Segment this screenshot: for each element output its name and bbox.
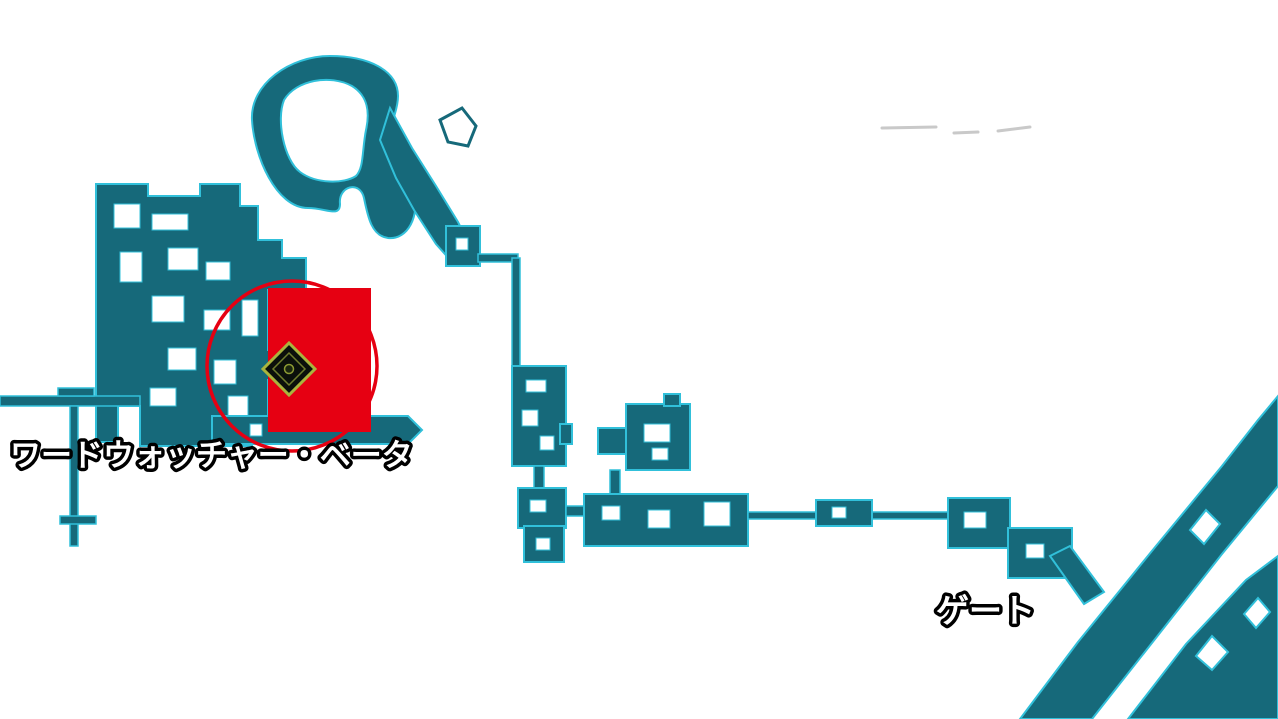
map-room-gap [167, 247, 199, 271]
map-room-gap [703, 501, 731, 527]
map-room-gap [539, 435, 555, 451]
map-corridor-thin [57, 387, 95, 397]
map-room-gap [213, 359, 237, 385]
map-diagonal-mass [1126, 554, 1278, 719]
map-region-topleft [0, 54, 481, 547]
highlight-circle [205, 279, 379, 453]
map-room [559, 423, 573, 445]
map-room-gap [651, 447, 669, 461]
map-corridor-thin [511, 257, 521, 371]
map-room [663, 393, 681, 407]
map-region-bottomright [1018, 394, 1278, 719]
map-room-gap [227, 395, 249, 419]
map-room-gap [151, 213, 189, 231]
map-room-gap [601, 505, 621, 521]
map-room-gap [149, 387, 177, 407]
map-corridor-thin [69, 405, 79, 547]
map-region-middle [477, 253, 1106, 606]
marker-diamond-inner [271, 351, 307, 387]
map-room-gap [647, 509, 671, 529]
map-arm-connector [1048, 544, 1106, 606]
map-room-gap [963, 511, 987, 529]
map-room-gap [1025, 543, 1045, 559]
map-corridor-thin [609, 469, 621, 497]
map-corridor-thin [0, 395, 141, 407]
dash-segment [996, 125, 1032, 133]
marker-core-dot [283, 363, 295, 375]
gate-label: ゲート [936, 591, 1035, 630]
map-room-gap [119, 251, 143, 283]
dash-segment [880, 125, 938, 130]
map-ghost-dashes [880, 125, 1032, 135]
map-room-gap [529, 499, 547, 513]
map-room-gap [167, 347, 197, 371]
map-room-gap [525, 379, 547, 393]
map-corridor-thin [59, 515, 97, 525]
map-room-gap [205, 261, 231, 281]
map-room-gap [151, 295, 185, 323]
map-room-gap [643, 423, 671, 443]
map-room-gap [455, 237, 469, 251]
map-room-gap [241, 299, 259, 337]
map-ring-corridor [250, 54, 417, 240]
objective-marker-icon[interactable] [260, 340, 318, 398]
map-corridor-thin [533, 465, 545, 491]
map-room-gap [831, 506, 847, 519]
map-room-gap [535, 537, 551, 551]
map-room-gap [249, 423, 263, 437]
map-room-gap [521, 409, 539, 427]
map-room [523, 525, 565, 563]
objective-label: ワードウォッチャー・ベータ [10, 438, 413, 474]
map-room-gap [113, 203, 141, 229]
map-room [597, 427, 629, 455]
dash-segment [952, 130, 980, 135]
map-outline-piece [438, 106, 478, 148]
map-diagonal-band [1018, 394, 1278, 719]
